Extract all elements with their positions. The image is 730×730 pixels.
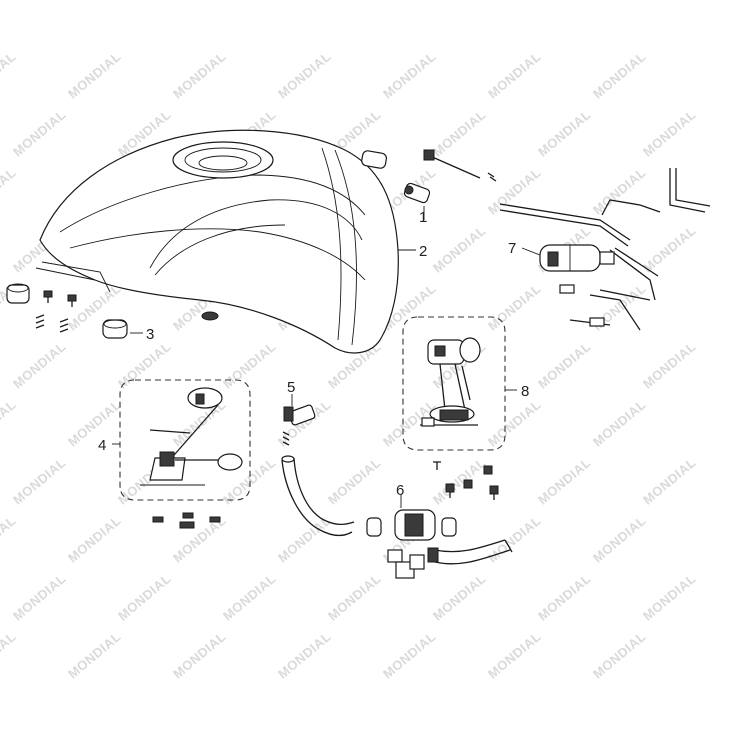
leader-lines (112, 206, 541, 508)
bushing-part-1 (403, 182, 431, 204)
tank-front-bolt (423, 149, 497, 182)
fuel-filter-part-7 (539, 244, 615, 272)
sender-screws (152, 512, 221, 529)
pump-screws (433, 461, 499, 500)
breather-hoses (499, 168, 711, 331)
callout-label-1: 1 (419, 209, 427, 226)
damper-bushing (361, 150, 388, 169)
callout-label-3: 3 (146, 326, 154, 343)
callout-label-8: 8 (521, 383, 529, 400)
callout-label-5: 5 (287, 379, 295, 396)
fuel-tank (35, 129, 399, 354)
callout-box-8 (402, 316, 506, 451)
callout-box-4 (119, 379, 251, 501)
fuel-level-sender (140, 387, 243, 486)
callout-label-7: 7 (508, 240, 516, 257)
callout-label-6: 6 (396, 482, 404, 499)
fuel-pump-assembly (420, 337, 481, 427)
fuel-hose (281, 455, 355, 537)
callout-label-2: 2 (419, 243, 427, 260)
callout-label-4: 4 (98, 437, 106, 454)
tank-bolts (35, 290, 77, 333)
inline-filter-6 (366, 509, 513, 579)
hose-fitting-5 (282, 404, 316, 446)
tank-mount-rubber-3 (102, 319, 128, 339)
tank-mount-rubber-left (6, 283, 30, 304)
